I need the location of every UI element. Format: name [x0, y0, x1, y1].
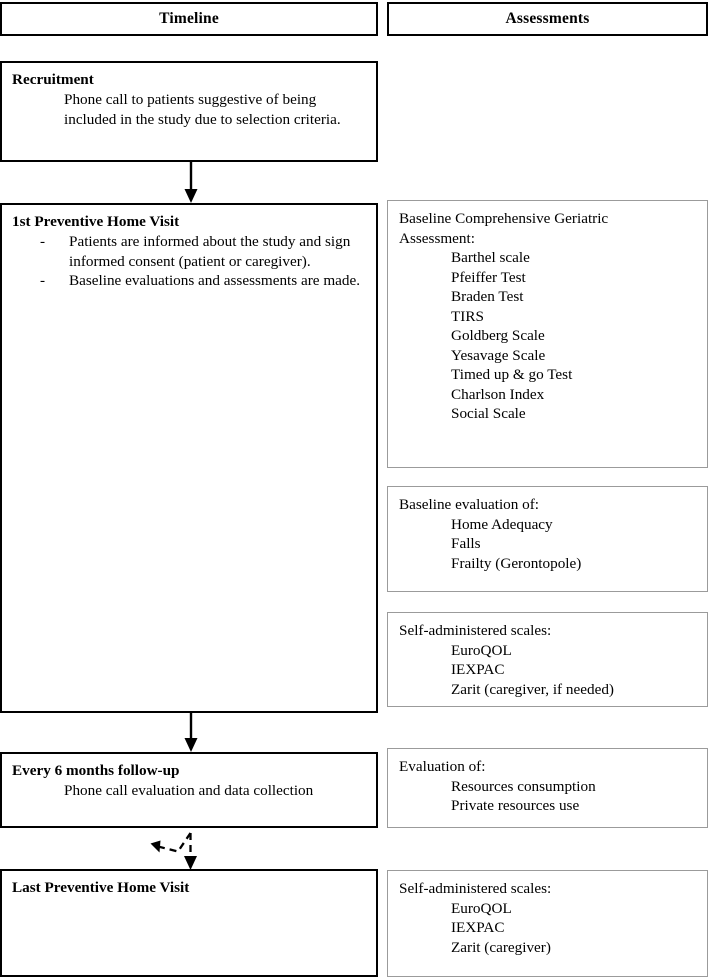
cga-lead-line-1: Baseline Comprehensive Geriatric	[399, 210, 609, 227]
arrow-followup-loop-dashed-icon	[130, 827, 230, 873]
list-item: Social Scale	[451, 405, 526, 423]
list-item: Frailty (Gerontopole)	[451, 554, 582, 572]
list-item: Charlson Index	[451, 385, 545, 403]
column-header-timeline: Timeline	[0, 2, 378, 36]
list-item: Barthel scale	[451, 249, 530, 267]
list-item: - Patients are informed about the study …	[40, 232, 368, 271]
list-item: IEXPAC	[451, 919, 505, 937]
self-administered-last-lead: Self-administered scales:	[399, 880, 552, 897]
dash-marker-icon: -	[40, 272, 46, 290]
assessment-box-self-administered-baseline: Self-administered scales: EuroQOL IEXPAC…	[387, 612, 708, 707]
arrow-recruitment-to-first-visit-icon	[170, 160, 212, 206]
first-visit-bullet-2: Baseline evaluations and assessments are…	[69, 272, 361, 290]
timeline-step-last-preventive-home-visit: Last Preventive Home Visit	[0, 869, 378, 977]
list-item: Zarit (caregiver, if needed)	[451, 680, 614, 698]
first-visit-title: 1st Preventive Home Visit	[12, 213, 180, 230]
column-header-timeline-label: Timeline	[159, 10, 219, 27]
cga-lead-line-2: Assessment:	[399, 229, 475, 247]
baseline-evaluation-item-list: Home Adequacy Falls Frailty (Gerontopole…	[399, 515, 701, 574]
list-item: TIRS	[451, 307, 484, 325]
list-item: Braden Test	[451, 288, 524, 306]
list-item: Goldberg Scale	[451, 327, 545, 345]
list-item: EuroQOL	[451, 641, 512, 659]
self-administered-baseline-item-list: EuroQOL IEXPAC Zarit (caregiver, if need…	[399, 641, 701, 700]
followup-title: Every 6 months follow-up	[12, 762, 180, 779]
evaluation-followup-item-list: Resources consumption Private resources …	[399, 777, 701, 816]
assessment-box-baseline-evaluation: Baseline evaluation of: Home Adequacy Fa…	[387, 486, 708, 592]
recruitment-body: Phone call to patients suggestive of bei…	[64, 91, 341, 128]
evaluation-followup-lead: Evaluation of:	[399, 758, 486, 775]
list-item: Falls	[451, 535, 481, 553]
list-item: IEXPAC	[451, 661, 505, 679]
timeline-step-first-preventive-home-visit: 1st Preventive Home Visit - Patients are…	[0, 203, 378, 713]
timeline-step-every-6-months-followup: Every 6 months follow-up Phone call eval…	[0, 752, 378, 828]
list-item: EuroQOL	[451, 899, 512, 917]
list-item: Zarit (caregiver)	[451, 938, 551, 956]
list-item: Pfeiffer Test	[451, 268, 526, 286]
list-item: Yesavage Scale	[451, 346, 546, 364]
first-visit-bullet-1: Patients are informed about the study an…	[69, 233, 351, 270]
arrow-first-visit-to-followup-icon	[170, 711, 212, 754]
followup-body: Phone call evaluation and data collectio…	[64, 782, 314, 800]
list-item: Home Adequacy	[451, 515, 553, 533]
list-item: Private resources use	[451, 797, 580, 815]
list-item: - Baseline evaluations and assessments a…	[40, 271, 368, 290]
assessment-box-self-administered-last: Self-administered scales: EuroQOL IEXPAC…	[387, 870, 708, 977]
baseline-evaluation-lead: Baseline evaluation of:	[399, 496, 540, 513]
dash-marker-icon: -	[40, 233, 46, 251]
last-visit-title: Last Preventive Home Visit	[12, 879, 190, 896]
timeline-step-recruitment: Recruitment Phone call to patients sugge…	[0, 61, 378, 162]
first-visit-bullet-list: - Patients are informed about the study …	[12, 232, 368, 290]
list-item: Resources consumption	[451, 777, 596, 795]
cga-item-list: Barthel scale Pfeiffer Test Braden Test …	[399, 248, 701, 424]
self-administered-baseline-lead: Self-administered scales:	[399, 622, 552, 639]
list-item: Timed up & go Test	[451, 366, 573, 384]
self-administered-last-item-list: EuroQOL IEXPAC Zarit (caregiver)	[399, 899, 701, 958]
column-header-assessments: Assessments	[387, 2, 708, 36]
recruitment-title: Recruitment	[12, 71, 94, 88]
column-header-assessments-label: Assessments	[505, 10, 590, 27]
assessment-box-baseline-cga: Baseline Comprehensive Geriatric Assessm…	[387, 200, 708, 468]
assessment-box-evaluation-followup: Evaluation of: Resources consumption Pri…	[387, 748, 708, 828]
